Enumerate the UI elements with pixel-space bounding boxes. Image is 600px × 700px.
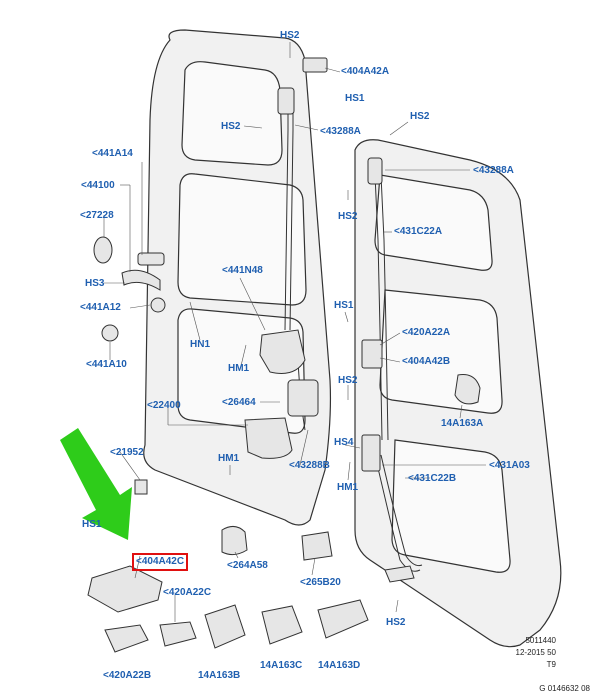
label-404a42b[interactable]: <404A42B xyxy=(402,356,451,367)
label-14a163d[interactable]: 14A163D xyxy=(318,660,361,671)
handle-bezel xyxy=(93,236,113,264)
label-hs2-lower[interactable]: HS2 xyxy=(338,375,358,386)
bracket-265b20 xyxy=(301,531,333,561)
label-hm1-a[interactable]: HM1 xyxy=(228,363,250,374)
label-hs1-mid[interactable]: HS1 xyxy=(334,300,354,311)
label-431a03[interactable]: <431A03 xyxy=(489,460,530,471)
label-hm1-b[interactable]: HM1 xyxy=(218,453,240,464)
cable-end-clip xyxy=(384,565,415,583)
label-441a12[interactable]: <441A12 xyxy=(80,302,121,313)
label-404a42a[interactable]: <404A42A xyxy=(341,66,390,77)
diagram-code-1: 5011440 xyxy=(525,636,556,645)
label-27228[interactable]: <27228 xyxy=(80,210,114,221)
handle-housing xyxy=(244,417,293,459)
stop-264a58 xyxy=(221,526,248,556)
diagram-code-4: G 0146632 08 xyxy=(539,684,590,693)
label-420a22c[interactable]: <420A22C xyxy=(163,587,212,598)
label-26464[interactable]: <26464 xyxy=(222,397,256,408)
hinge-left xyxy=(277,87,295,115)
label-hm1-c[interactable]: HM1 xyxy=(337,482,359,493)
lock-cylinder xyxy=(150,297,166,313)
label-44100[interactable]: <44100 xyxy=(81,180,115,191)
label-420a22b[interactable]: <420A22B xyxy=(103,670,152,681)
label-420a22a[interactable]: <420A22A xyxy=(402,327,451,338)
hinge-right-low xyxy=(361,434,381,472)
pad-420a22c xyxy=(159,621,197,647)
latch-assembly xyxy=(287,379,319,417)
label-431c22a[interactable]: <431C22A xyxy=(394,226,443,237)
label-43288a-left[interactable]: <43288A xyxy=(320,126,361,137)
label-hs2-bottom[interactable]: HS2 xyxy=(386,617,406,628)
label-431c22b[interactable]: <431C22B xyxy=(408,473,457,484)
label-43288b[interactable]: <43288B xyxy=(289,460,330,471)
label-404a42c-highlighted[interactable]: <404A42C xyxy=(131,553,189,571)
label-264a58[interactable]: <264A58 xyxy=(227,560,268,571)
pad-420a22b xyxy=(104,624,149,653)
label-43288a-right[interactable]: <43288A xyxy=(473,165,514,176)
bumper-14a163a xyxy=(454,374,481,405)
left-door-panel xyxy=(143,29,332,526)
label-21952[interactable]: <21952 xyxy=(110,447,144,458)
handle-lever xyxy=(137,252,165,266)
label-hs1-low[interactable]: HS1 xyxy=(82,519,102,530)
label-265b20[interactable]: <265B20 xyxy=(300,577,341,588)
bumper-14a163d xyxy=(317,599,369,639)
diagram-code-3: T9 xyxy=(546,660,556,669)
latch-mechanism xyxy=(259,329,306,374)
label-14a163b[interactable]: 14A163B xyxy=(198,670,241,681)
hinge-top-part xyxy=(302,57,328,73)
bumper-14a163b xyxy=(204,604,246,649)
label-14a163c[interactable]: 14A163C xyxy=(260,660,303,671)
label-hs2-mid[interactable]: HS2 xyxy=(338,211,358,222)
component-sketches xyxy=(87,57,481,653)
green-indicator-arrow xyxy=(60,428,132,540)
label-hs2-left[interactable]: HS2 xyxy=(221,121,241,132)
hinge-right-mid xyxy=(361,339,383,369)
label-441a14[interactable]: <441A14 xyxy=(92,148,133,159)
label-441n48[interactable]: <441N48 xyxy=(222,265,263,276)
hinge-right-top xyxy=(367,157,383,185)
label-14a163a[interactable]: 14A163A xyxy=(441,418,484,429)
label-hn1[interactable]: HN1 xyxy=(190,339,211,350)
striker xyxy=(134,479,148,495)
label-hs3[interactable]: HS3 xyxy=(85,278,105,289)
label-hs4[interactable]: HS4 xyxy=(334,437,354,448)
diagram-code-2: 12-2015 50 xyxy=(515,648,556,657)
label-hs2-top[interactable]: HS2 xyxy=(280,30,300,41)
label-22400[interactable]: <22400 xyxy=(147,400,181,411)
rods-and-cables xyxy=(284,100,423,572)
latch-cover-404a42c xyxy=(87,565,163,613)
bumper-14a163c xyxy=(261,605,303,645)
label-441a10[interactable]: <441A10 xyxy=(86,359,127,370)
button-cap xyxy=(101,324,119,342)
handle-rod-bracket xyxy=(121,269,161,291)
leader-lines xyxy=(103,42,486,622)
label-hs1-top[interactable]: HS1 xyxy=(345,93,365,104)
label-hs2-right[interactable]: HS2 xyxy=(410,111,430,122)
